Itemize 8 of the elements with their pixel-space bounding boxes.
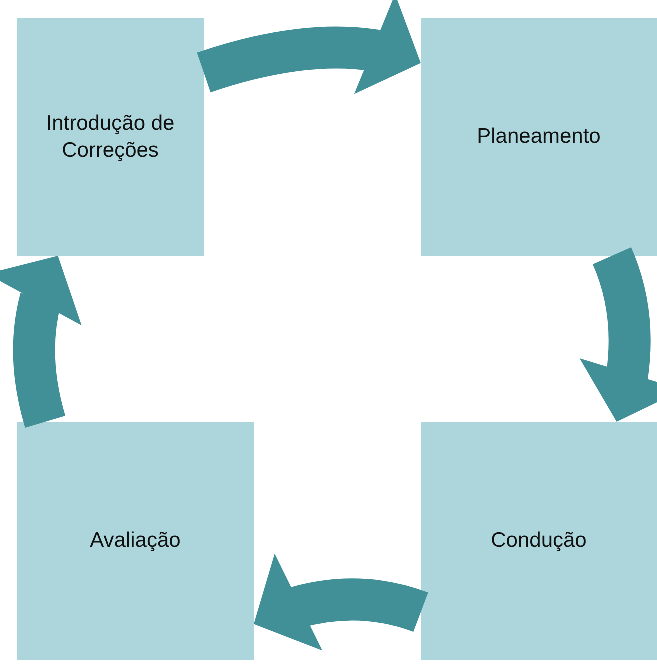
box-label: Introdução de Correções (45, 110, 176, 164)
box-label: Planeamento (477, 124, 601, 150)
box-label: Avaliação (90, 528, 181, 554)
box-label: Condução (491, 528, 587, 554)
process-box (17, 18, 204, 256)
process-box (421, 18, 657, 256)
process-box (17, 422, 254, 660)
process-box (421, 422, 657, 660)
